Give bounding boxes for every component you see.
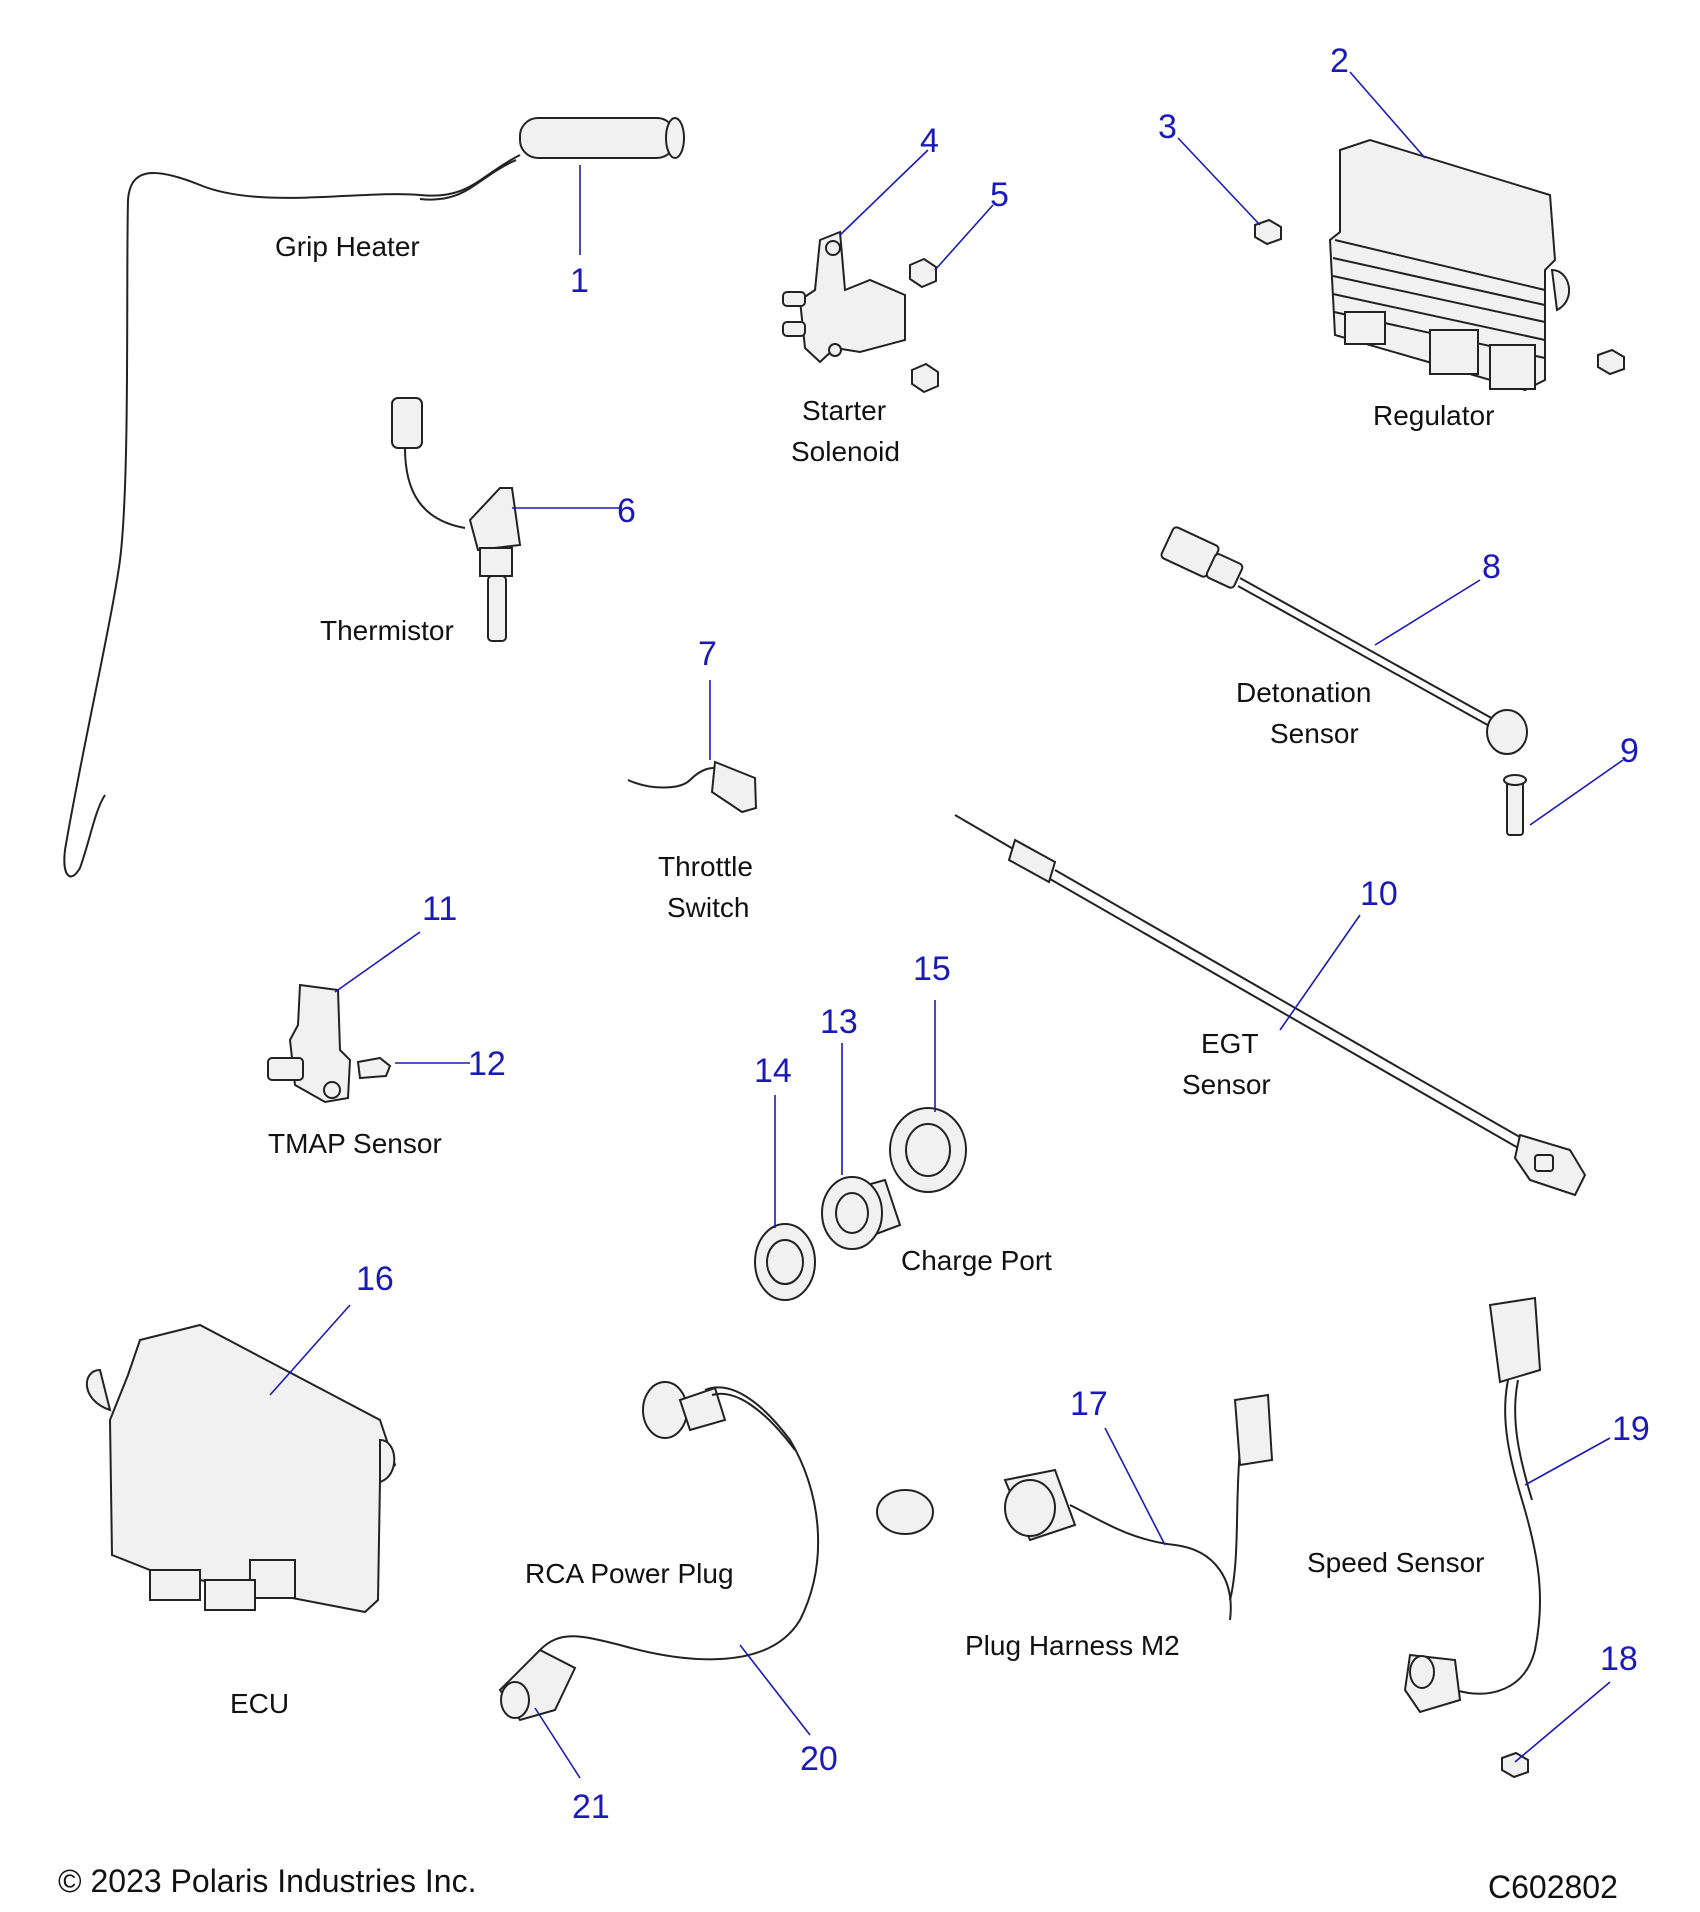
tmap-sensor-part [267, 983, 392, 1104]
callout-10: 10 [1360, 875, 1398, 913]
egt-sensor-label-line1: EGT [1201, 1028, 1259, 1059]
callout-13: 13 [820, 1003, 858, 1041]
regulator-part [1254, 138, 1625, 392]
thermistor-label: Thermistor [320, 615, 454, 646]
callout-7: 7 [698, 635, 717, 673]
callout-11: 11 [422, 890, 457, 928]
callout-17: 17 [1070, 1385, 1108, 1423]
callout-16: 16 [356, 1260, 394, 1298]
callout-5: 5 [990, 176, 1009, 214]
charge-port-part [754, 1107, 967, 1301]
callout-2: 2 [1330, 42, 1349, 80]
ecu-label: ECU [230, 1688, 289, 1719]
thermistor-part [391, 397, 522, 642]
tmap-sensor-label: TMAP Sensor [268, 1128, 442, 1159]
grip-heater-part [63, 117, 685, 878]
callout-1: 1 [570, 262, 589, 300]
throttle-switch-part [627, 760, 758, 814]
callout-19: 19 [1612, 1410, 1650, 1448]
callout-15: 15 [913, 950, 951, 988]
detonation-sensor-part [1160, 526, 1528, 836]
charge-port-label: Charge Port [901, 1245, 1052, 1276]
callout-18: 18 [1600, 1640, 1638, 1678]
detonation-sensor-label-line2: Sensor [1270, 718, 1359, 749]
egt-sensor-part [954, 814, 1587, 1197]
callout-14: 14 [754, 1052, 792, 1090]
callout-3: 3 [1158, 108, 1177, 146]
callout-8: 8 [1482, 548, 1501, 586]
callout-12: 12 [468, 1045, 506, 1083]
callout-20: 20 [800, 1740, 838, 1778]
diagram-code: C602802 [1488, 1869, 1618, 1905]
ecu-part [85, 1323, 397, 1614]
callout-4: 4 [920, 122, 939, 160]
plug-harness-m2-label: Plug Harness M2 [965, 1630, 1180, 1661]
leader-lines [269, 71, 1624, 1779]
rca-power-plug-label: RCA Power Plug [525, 1558, 734, 1589]
starter-solenoid-label-line1: Starter [802, 395, 886, 426]
speed-sensor-part [1403, 1296, 1542, 1779]
callout-21: 21 [572, 1788, 610, 1826]
grip-heater-label: Grip Heater [275, 231, 420, 262]
rca-power-plug-part [498, 1381, 820, 1722]
detonation-sensor-label-line1: Detonation [1236, 677, 1371, 708]
throttle-switch-label-line2: Switch [667, 892, 749, 923]
regulator-label: Regulator [1373, 400, 1494, 431]
copyright-text: © 2023 Polaris Industries Inc. [58, 1863, 476, 1899]
plug-harness-m2-part [876, 1393, 1274, 1621]
speed-sensor-label: Speed Sensor [1307, 1547, 1484, 1578]
callout-9: 9 [1620, 732, 1639, 770]
egt-sensor-label-line2: Sensor [1182, 1069, 1271, 1100]
starter-solenoid-label-line2: Solenoid [791, 436, 900, 467]
throttle-switch-label-line1: Throttle [658, 851, 753, 882]
starter-solenoid-part [782, 230, 939, 394]
callout-6: 6 [617, 492, 636, 530]
